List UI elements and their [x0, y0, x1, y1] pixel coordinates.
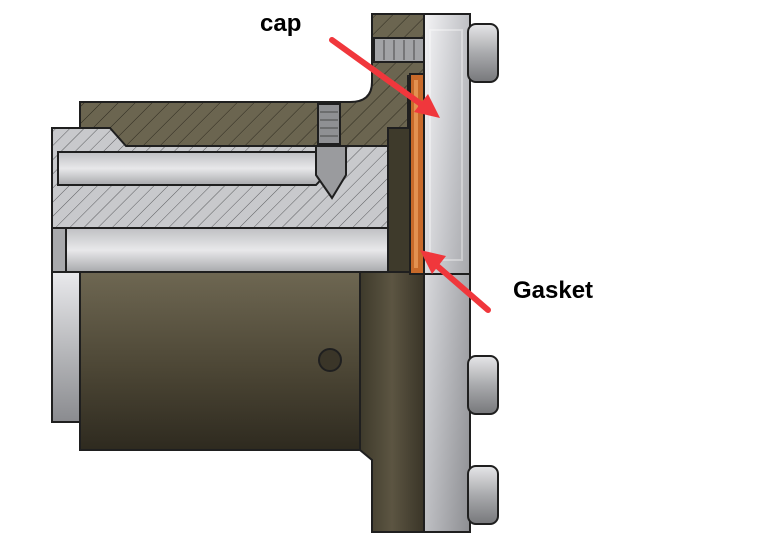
gasket-highlight [414, 80, 418, 268]
inner-wall [387, 127, 413, 273]
set-screw [317, 103, 341, 145]
housing-hole [318, 348, 342, 372]
bolt-head-top [467, 23, 499, 83]
shaft-lower [57, 227, 393, 273]
shaft-chamfer [51, 227, 67, 273]
bolt-head-middle [467, 355, 499, 415]
gasket-arrow [420, 250, 491, 313]
bolt-head-bottom [467, 465, 499, 525]
cap-arrow [329, 37, 440, 118]
hub [359, 271, 425, 533]
cap-section [79, 13, 427, 147]
cap-bolt-thread [373, 37, 427, 63]
shaft-bore [57, 151, 334, 186]
gasket-label: Gasket [513, 277, 594, 304]
cap-label: cap [260, 10, 302, 37]
housing-left-ring [51, 271, 83, 423]
